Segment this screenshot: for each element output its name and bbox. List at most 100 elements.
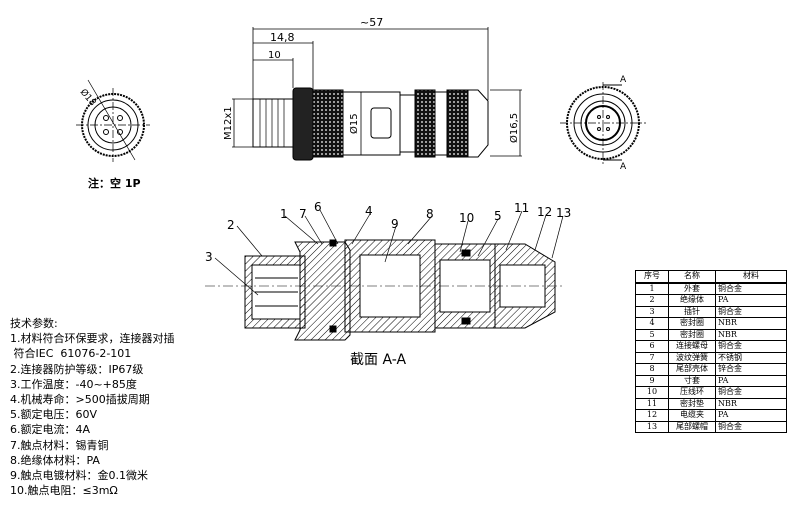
part-material: 不锈钢	[715, 351, 787, 364]
callout-12: 12	[537, 205, 552, 219]
callout-5: 5	[494, 209, 502, 223]
side-view-dimensions	[232, 27, 522, 157]
part-material: PA	[715, 294, 787, 307]
part-number: 7	[635, 351, 669, 364]
part-name: 尾部壳体	[668, 363, 716, 376]
tech-params: 技术参数: 1.材料符合环保要求，连接器对插 符合IEC 61076-2-101…	[10, 316, 175, 498]
callout-2: 2	[227, 218, 235, 232]
part-name: 外套	[668, 282, 716, 295]
part-material: NBR	[715, 317, 787, 330]
tech-param-item: 符合IEC 61076-2-101	[10, 347, 132, 361]
part-name: 密封圈	[668, 317, 716, 330]
front-view-right	[560, 82, 646, 166]
part-number: 1	[635, 282, 669, 295]
tech-param-item: 3.工作温度：-40~+85度	[10, 377, 137, 391]
tech-param-item: 9.触点电镀材料：金0.1微米	[10, 469, 148, 483]
part-name: 插针	[668, 305, 716, 318]
part-name: 连接螺母	[668, 340, 716, 353]
part-number: 5	[635, 328, 669, 341]
table-header-row: 序号 名称 材料	[635, 270, 787, 284]
part-number: 13	[635, 420, 669, 433]
section-mark-top: A	[620, 75, 627, 85]
tail-diameter-label: Ø16,5	[508, 113, 520, 143]
tech-param-item: 8.绝缘体材料：PA	[10, 453, 100, 467]
part-material: 铜合金	[715, 386, 787, 399]
part-name: 绝缘体	[668, 294, 716, 307]
tech-param-item: 7.触点材料：锡青铜	[10, 438, 109, 452]
callout-6: 6	[314, 200, 322, 214]
callout-10: 10	[459, 211, 474, 225]
callout-4: 4	[365, 204, 373, 218]
overall-length-dim: ~57	[360, 16, 383, 29]
part-material: 铜合金	[715, 282, 787, 295]
part-number: 6	[635, 340, 669, 353]
callout-11: 11	[514, 201, 529, 215]
section-mark-bottom: A	[620, 162, 627, 172]
tech-params-title: 技术参数:	[10, 317, 58, 330]
header-material: 材料	[715, 270, 787, 284]
body-diameter-label: Ø15	[348, 113, 360, 134]
part-number: 2	[635, 294, 669, 307]
part-material: PA	[715, 374, 787, 387]
part-material: NBR	[715, 328, 787, 341]
part-material: 铜合金	[715, 340, 787, 353]
tech-param-item: 1.材料符合环保要求，连接器对插	[10, 332, 175, 346]
header-number: 序号	[635, 270, 669, 284]
part-name: 波纹弹簧	[668, 351, 716, 364]
section-title: 截面 A-A	[350, 352, 407, 368]
callout-9: 9	[391, 217, 399, 231]
tech-param-item: 5.额定电压：60V	[10, 408, 98, 422]
tech-param-item: 4.机械寿命：>500插拔周期	[10, 393, 150, 407]
front-view-note: 注：空 1P	[88, 177, 141, 190]
callout-8: 8	[426, 207, 434, 221]
part-number: 11	[635, 397, 669, 410]
part-material: 锌合金	[715, 363, 787, 376]
part-number: 3	[635, 305, 669, 318]
callout-3: 3	[205, 250, 213, 264]
section-view	[205, 209, 565, 341]
diameter-18-label: Ø18	[78, 87, 99, 108]
callout-7: 7	[299, 207, 307, 221]
section-callouts: 1 2 3 4 5 6 7 8 9 10 11 12 13	[205, 200, 571, 264]
part-name: 密封圈	[668, 328, 716, 341]
part-number: 8	[635, 363, 669, 376]
part-number: 4	[635, 317, 669, 330]
part-number: 10	[635, 386, 669, 399]
part-name: 尾部螺帽	[668, 420, 716, 433]
part-material: NBR	[715, 397, 787, 410]
part-material: PA	[715, 409, 787, 422]
tech-param-item: 2.连接器防护等级：IP67级	[10, 362, 144, 376]
tech-param-item: 6.额定电流：4A	[10, 423, 91, 437]
nut-length-dim: 14,8	[270, 31, 295, 44]
part-name: 电缆夹	[668, 409, 716, 422]
part-material: 铜合金	[715, 305, 787, 318]
callout-1: 1	[280, 207, 288, 221]
callout-13: 13	[556, 206, 571, 220]
thread-size-label: M12x1	[223, 106, 234, 140]
part-number: 9	[635, 374, 669, 387]
side-view-connector	[252, 87, 489, 161]
part-name: 密封垫	[668, 397, 716, 410]
part-number: 12	[635, 409, 669, 422]
part-name: 寸套	[668, 374, 716, 387]
front-view-left	[76, 79, 150, 162]
tech-param-item: 10.触点电阻：≤3mΩ	[10, 484, 118, 498]
part-material: 铜合金	[715, 420, 787, 433]
header-name: 名称	[668, 270, 716, 284]
thread-length-dim: 10	[268, 50, 281, 61]
